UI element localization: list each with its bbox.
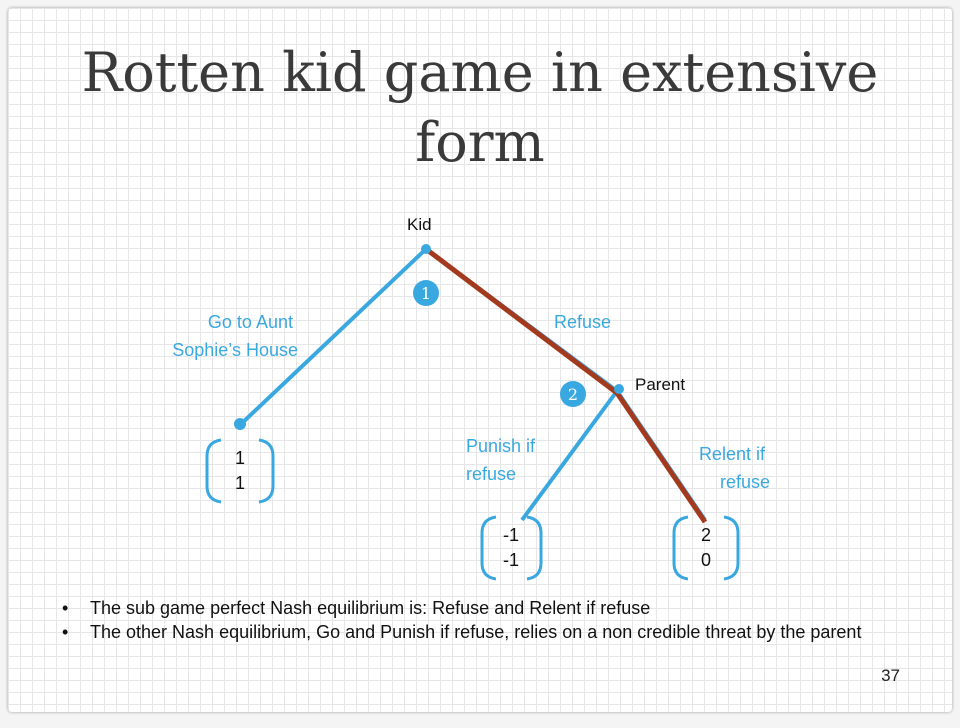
relent-branch-label-line-2: refuse [720,472,770,492]
slide: Rotten kid game in extensive form Kid Pa… [8,8,952,712]
payoff-relent-kid: 2 [701,525,711,545]
slide-title: Rotten kid game in extensive form [81,41,879,174]
payoff-go: 1 1 [205,438,275,504]
relent-branch-label: Relent if refuse [699,444,770,492]
go-branch-label: Go to Aunt Sophie’s House [172,312,298,360]
punish-branch-label-line-2: refuse [466,464,516,484]
relent-branch-label-line-1: Relent if [699,444,766,464]
branch-punish [520,389,619,522]
step-badge-1: 1 [413,280,439,306]
go-branch-label-line-2: Sophie’s House [172,340,298,360]
go-terminal-node [234,418,246,430]
bullet-list: The sub game perfect Nash equilibrium is… [58,596,878,644]
kid-label: Kid [407,215,432,234]
refuse-branch-label: Refuse [554,312,611,332]
payoff-relent-left-bracket [672,515,689,581]
punish-branch-label-line-1: Punish if [466,436,536,456]
kid-node [421,244,431,254]
payoff-relent-parent: 0 [701,550,711,570]
payoff-go-left-bracket [205,438,222,504]
go-branch-label-line-1: Go to Aunt [208,312,293,332]
bullet-item: The other Nash equilibrium, Go and Punis… [58,620,878,644]
payoff-punish-right-bracket [526,515,543,581]
refuse-branch-label-line-1: Refuse [554,312,611,332]
payoff-relent: 2 0 [672,515,740,581]
page-number: 37 [881,666,900,685]
step-badge-2: 2 [560,381,586,407]
step-badge-2-number: 2 [568,385,578,404]
parent-label: Parent [635,375,685,394]
payoff-punish-kid: -1 [503,525,519,545]
payoff-go-right-bracket [258,438,275,504]
game-tree-diagram: Kid Parent 1 2 Go to Aunt Sophie’s House… [172,215,770,581]
payoff-punish: -1 -1 [480,515,543,581]
payoff-go-parent: 1 [235,473,245,493]
step-badge-1-number: 1 [421,284,431,303]
parent-node [614,384,624,394]
payoff-go-kid: 1 [235,448,245,468]
bullet-item: The sub game perfect Nash equilibrium is… [58,596,878,620]
payoff-punish-left-bracket [480,515,497,581]
punish-branch-label: Punish if refuse [466,436,540,484]
branch-go [238,247,428,427]
payoff-punish-parent: -1 [503,550,519,570]
payoff-relent-right-bracket [723,515,740,581]
